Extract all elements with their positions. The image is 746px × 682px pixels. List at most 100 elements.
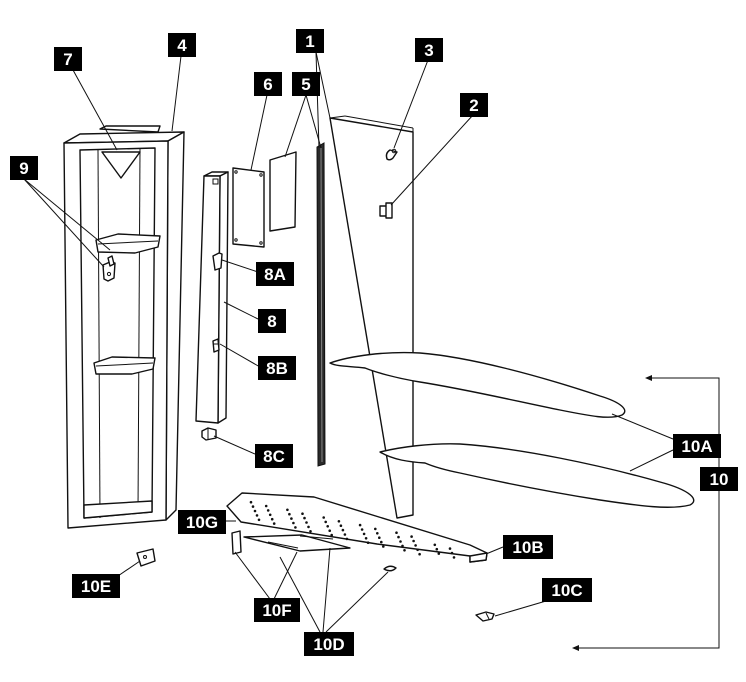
leader-lines	[23, 51, 720, 651]
board-pad-lower	[379, 443, 695, 508]
callout-10e: 10E	[72, 574, 120, 598]
board-hole	[341, 528, 345, 532]
latch-8a	[212, 252, 223, 271]
callout-3: 3	[415, 38, 443, 62]
frame-shelf-upper	[95, 233, 161, 254]
board-hole	[437, 552, 441, 555]
board-hole	[395, 531, 398, 534]
board-hole	[326, 525, 330, 528]
callout-10g: 10G	[178, 510, 226, 534]
hinge	[379, 202, 393, 219]
bracket-clip	[102, 255, 116, 282]
board-hole	[288, 512, 291, 516]
board-hole	[403, 549, 406, 552]
callout-9: 9	[10, 156, 38, 180]
callout-10c: 10C	[542, 578, 592, 602]
board-hole	[416, 548, 419, 552]
board-hole	[257, 518, 261, 522]
board-hole	[286, 508, 289, 512]
panel-5	[269, 151, 297, 232]
board-hole	[401, 544, 404, 548]
callout-10a: 10A	[673, 434, 721, 458]
frame-shelf-lower	[93, 356, 156, 375]
callout-2: 2	[460, 93, 488, 117]
board-hole	[414, 544, 417, 547]
board-hole	[376, 532, 379, 535]
vertical-post	[195, 171, 229, 424]
board-hole	[255, 514, 259, 517]
board-hole	[382, 545, 385, 548]
hook	[385, 148, 398, 161]
part-10d	[383, 565, 397, 572]
callout-8: 8	[258, 309, 286, 333]
callout-5: 5	[292, 72, 320, 96]
board-hole	[433, 543, 437, 547]
board-hole	[307, 525, 310, 529]
board-hole	[358, 523, 362, 527]
bracket-10e	[136, 548, 156, 567]
callout-10f: 10F	[254, 598, 300, 622]
ironing-board	[226, 492, 488, 563]
board-hole	[374, 527, 377, 531]
board-hole	[249, 500, 253, 504]
board-hole	[324, 520, 328, 524]
board-hole	[364, 537, 368, 540]
board-hole	[399, 540, 402, 543]
callout-8b: 8B	[258, 356, 296, 380]
board-hole	[366, 541, 370, 544]
board-hole	[290, 517, 293, 520]
board-hole	[343, 533, 347, 536]
board-hole	[309, 530, 312, 533]
callout-10d: 10D	[304, 632, 354, 656]
callout-6: 6	[254, 72, 282, 96]
callout-1: 1	[296, 29, 324, 53]
board-hole	[410, 535, 413, 538]
block-8c	[201, 427, 217, 441]
callout-10: 10	[700, 467, 738, 491]
board-pad-upper	[329, 351, 626, 418]
rod	[316, 142, 326, 467]
board-hole	[301, 512, 304, 515]
board-hole	[337, 520, 341, 523]
v-bracket	[101, 151, 141, 179]
board-hole	[378, 536, 381, 539]
board-hole	[305, 521, 308, 524]
board-hole	[452, 556, 456, 559]
board-hole	[266, 509, 270, 512]
board-hole	[418, 552, 421, 556]
board-hole	[328, 529, 332, 532]
board-hole	[435, 547, 439, 551]
board-hole	[251, 505, 255, 508]
board-hole	[339, 524, 343, 527]
board-hole	[322, 516, 326, 519]
board-hole	[264, 504, 268, 508]
board-hole	[448, 547, 452, 550]
board-hole	[270, 517, 274, 521]
callout-4: 4	[168, 33, 196, 57]
clip-8b	[212, 338, 220, 353]
board-hole	[268, 513, 272, 517]
board-hole	[253, 509, 257, 513]
board-hole	[397, 535, 400, 539]
board-hole	[450, 551, 454, 555]
callout-8a: 8A	[256, 262, 294, 286]
cabinet-frame	[63, 125, 185, 529]
callout-8c: 8C	[255, 444, 293, 468]
board-hole	[380, 540, 383, 544]
board-hole	[362, 532, 366, 536]
callout-10b: 10B	[503, 535, 553, 559]
board-hole	[292, 521, 295, 525]
board-leg	[231, 530, 351, 555]
board-hole	[330, 533, 334, 537]
board-hole	[272, 522, 276, 525]
board-hole	[294, 526, 297, 529]
panel-6	[232, 167, 265, 248]
board-hole	[412, 539, 415, 543]
board-hole	[345, 537, 349, 541]
latch-10c	[475, 611, 495, 622]
board-hole	[303, 516, 306, 520]
callout-7: 7	[54, 47, 82, 71]
board-hole	[360, 528, 364, 531]
